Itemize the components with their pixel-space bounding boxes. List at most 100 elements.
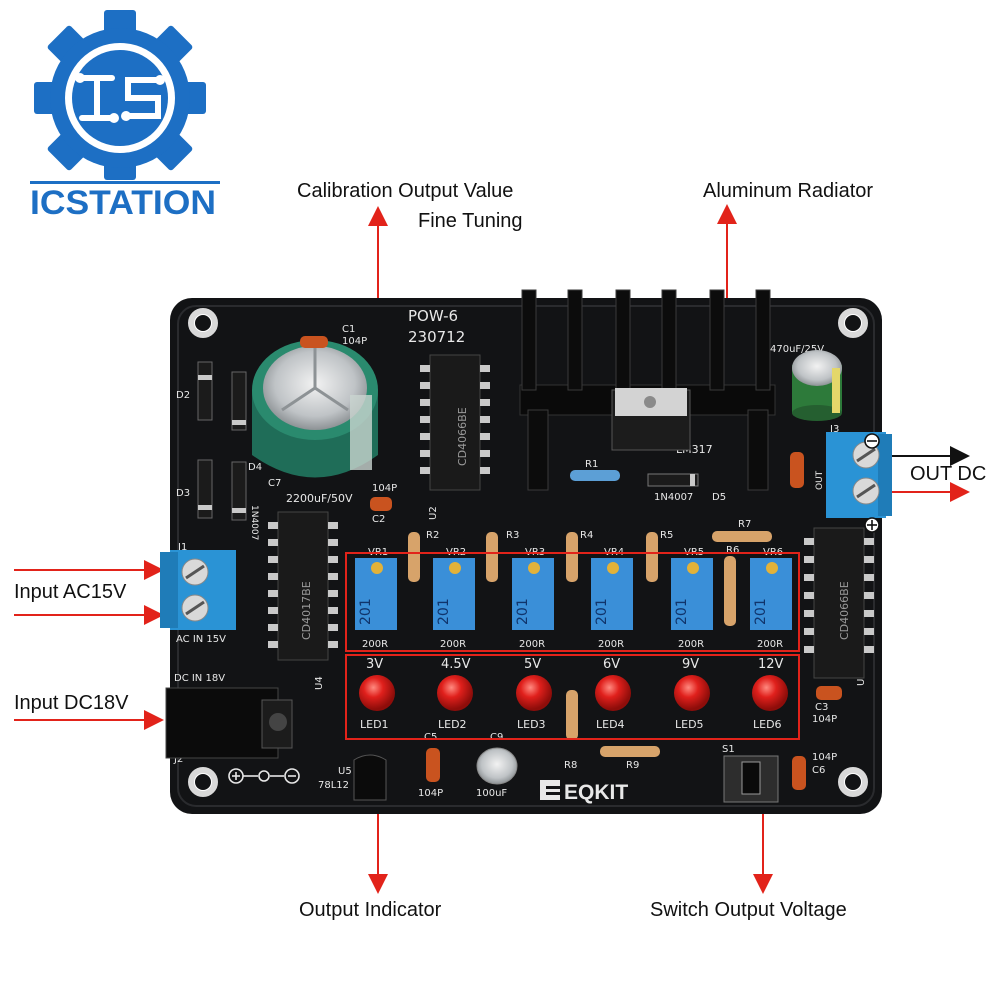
label-d5: D5 bbox=[712, 492, 726, 503]
led-row: 3V 4.5V 5V 6V 9V 12V LED1 LED2 LED3 LED4… bbox=[359, 657, 788, 731]
resistors bbox=[408, 470, 772, 757]
voltage-label-12v: 12V bbox=[758, 657, 784, 672]
pot-value: 200R bbox=[757, 639, 783, 650]
ic-u2: CD4066BE bbox=[420, 354, 490, 491]
label-u5: U5 bbox=[338, 766, 352, 777]
led-label-1: LED1 bbox=[360, 718, 389, 731]
diodes bbox=[197, 361, 699, 521]
callout-input-dc: Input DC18V bbox=[14, 692, 129, 714]
label-d4: D4 bbox=[248, 462, 262, 473]
callout-calibration-line2: Fine Tuning bbox=[418, 210, 523, 232]
switch-s1-button[interactable] bbox=[723, 755, 779, 803]
label-r6: R6 bbox=[726, 545, 739, 556]
label-r9: R9 bbox=[626, 760, 639, 771]
label-cap-main: 2200uF/50V bbox=[286, 492, 353, 505]
label-c5-value: 104P bbox=[418, 788, 443, 799]
pot-value: 200R bbox=[362, 639, 388, 650]
callout-input-ac: Input AC15V bbox=[14, 581, 127, 603]
led-indicator bbox=[359, 675, 395, 711]
small-capacitor bbox=[792, 350, 842, 421]
terminal-block-out[interactable] bbox=[826, 432, 892, 518]
label-d3: D3 bbox=[176, 488, 190, 499]
ic-u4-label: CD4017BE bbox=[300, 581, 313, 640]
label-c2-value: 104P bbox=[372, 483, 397, 494]
label-c3-value: 104P bbox=[812, 714, 837, 725]
terminal-block-ac[interactable] bbox=[160, 550, 236, 630]
aluminum-heatsink bbox=[519, 289, 776, 491]
label-ac-in: AC IN 15V bbox=[176, 634, 226, 645]
label-d4-value: 1N4007 bbox=[249, 505, 259, 540]
label-r7: R7 bbox=[738, 519, 751, 530]
label-j3: J3 bbox=[829, 424, 839, 435]
pot-value: 200R bbox=[678, 639, 704, 650]
led-indicator bbox=[516, 675, 552, 711]
label-s1: S1 bbox=[722, 744, 735, 755]
label-j1: J1 bbox=[177, 542, 187, 553]
callout-out-dc: OUT DC bbox=[910, 463, 987, 485]
label-u2: U2 bbox=[428, 506, 439, 520]
label-c3: C3 bbox=[815, 702, 828, 713]
voltage-label-6v: 6V bbox=[603, 657, 620, 672]
label-u3: U3 bbox=[856, 672, 867, 686]
label-c7: C7 bbox=[268, 478, 281, 489]
icstation-logo: ICSTATION bbox=[30, 10, 220, 222]
ic-u3-label: CD4066BE bbox=[838, 581, 851, 640]
polarity-symbol-icon bbox=[228, 768, 300, 784]
callout-switch-output: Switch Output Voltage bbox=[650, 899, 847, 921]
ic-u3: CD4066BE bbox=[804, 527, 874, 679]
label-cap-small: 470uF/25V bbox=[770, 344, 824, 355]
label-j2: J2 bbox=[173, 754, 183, 765]
ceramic-capacitors bbox=[300, 336, 842, 790]
voltage-label-9v: 9V bbox=[682, 657, 699, 672]
label-c9-value: 100uF bbox=[476, 788, 507, 799]
voltage-label-4-5v: 4.5V bbox=[441, 657, 471, 672]
label-r8: R8 bbox=[564, 760, 577, 771]
regulator-u5 bbox=[353, 754, 387, 801]
label-r1: R1 bbox=[585, 459, 598, 470]
led-indicator bbox=[595, 675, 631, 711]
led-indicator bbox=[437, 675, 473, 711]
main-capacitor bbox=[252, 340, 378, 478]
dc-jack[interactable] bbox=[165, 687, 293, 759]
label-dc-in: DC IN 18V bbox=[174, 673, 225, 684]
gear-icon bbox=[34, 10, 206, 180]
label-c1-value: 104P bbox=[342, 336, 367, 347]
label-d2: D2 bbox=[176, 390, 190, 401]
voltage-label-5v: 5V bbox=[524, 657, 541, 672]
label-c9: C9 bbox=[490, 732, 503, 743]
board-date: 230712 bbox=[408, 328, 465, 346]
eqkit-brand: EQKIT bbox=[540, 780, 628, 804]
led-label-3: LED3 bbox=[517, 718, 546, 731]
label-78l12: 78L12 bbox=[318, 780, 349, 791]
pot-code: 201 bbox=[436, 598, 452, 625]
led-label-6: LED6 bbox=[753, 718, 782, 731]
callout-radiator: Aluminum Radiator bbox=[703, 180, 874, 202]
capacitor-c9 bbox=[476, 747, 518, 785]
label-c2: C2 bbox=[372, 514, 385, 525]
label-r3: R3 bbox=[506, 530, 519, 541]
board-model: POW-6 bbox=[408, 307, 458, 325]
label-r4: R4 bbox=[580, 530, 593, 541]
label-c6-value: 104P bbox=[812, 752, 837, 763]
pot-code: 201 bbox=[358, 598, 374, 625]
callout-calibration-line1: Calibration Output Value bbox=[297, 180, 514, 202]
pot-code: 201 bbox=[515, 598, 531, 625]
label-c5: C5 bbox=[424, 732, 437, 743]
led-indicator bbox=[752, 675, 788, 711]
label-out: OUT bbox=[815, 470, 825, 490]
pot-code: 201 bbox=[594, 598, 610, 625]
pot-value: 200R bbox=[440, 639, 466, 650]
ic-u4: CD4017BE bbox=[268, 511, 338, 661]
ic-u2-label: CD4066BE bbox=[456, 407, 469, 466]
polarity-plus-minus-icon bbox=[864, 433, 880, 533]
led-label-4: LED4 bbox=[596, 718, 625, 731]
highlight-boxes bbox=[345, 552, 800, 740]
label-c6: C6 bbox=[812, 765, 825, 776]
label-c1: C1 bbox=[342, 324, 355, 335]
label-u4: U4 bbox=[314, 676, 325, 690]
pot-value: 200R bbox=[519, 639, 545, 650]
led-label-2: LED2 bbox=[438, 718, 467, 731]
led-indicator bbox=[674, 675, 710, 711]
callout-output-indicator: Output Indicator bbox=[299, 899, 442, 921]
brand-name: ICSTATION bbox=[30, 184, 216, 222]
